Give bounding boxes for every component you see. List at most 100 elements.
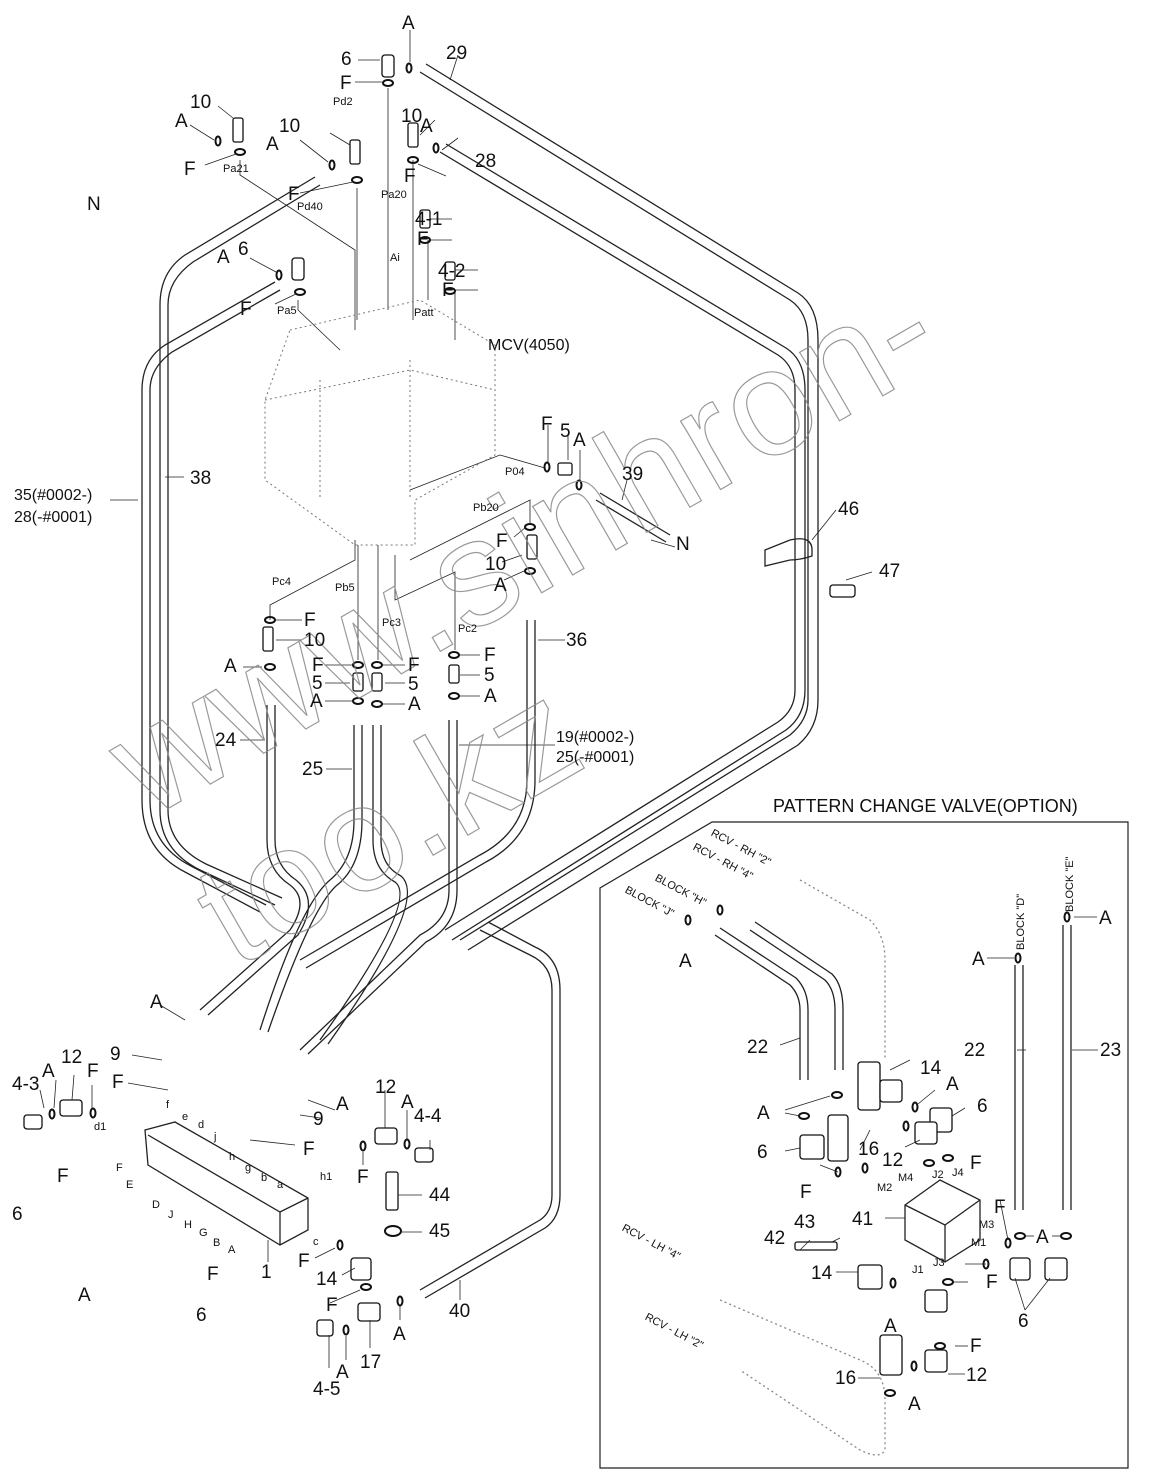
callout-44: 44 bbox=[429, 1185, 451, 1206]
callout-inset-6b: 6 bbox=[757, 1142, 768, 1163]
callout-inset-22a: 22 bbox=[747, 1037, 769, 1058]
callout-10-pb20: 10 bbox=[485, 554, 507, 575]
seal-label-f: F bbox=[442, 280, 454, 301]
seal-label-a: A bbox=[310, 691, 323, 712]
callout-10-pc4: 10 bbox=[304, 630, 326, 651]
seal-label-a: A bbox=[573, 430, 586, 451]
seal-label-a: A bbox=[1036, 1227, 1049, 1248]
adapter-5-pc2 bbox=[448, 664, 460, 684]
elbow-6-pa5 bbox=[291, 257, 305, 281]
port-j2: J2 bbox=[932, 1169, 944, 1181]
callout-10-pa21: 10 bbox=[190, 92, 212, 113]
seal-label-f: F bbox=[304, 610, 316, 631]
callout-4-2: 4-2 bbox=[438, 261, 466, 282]
callout-5-pb5: 5 bbox=[312, 673, 323, 694]
hose-19 bbox=[299, 720, 450, 1051]
port-pa20: Pa20 bbox=[381, 189, 407, 201]
seal-label-f: F bbox=[240, 299, 252, 320]
port-j1: J1 bbox=[912, 1264, 924, 1276]
callout-17: 17 bbox=[360, 1352, 382, 1373]
callout-9: 9 bbox=[313, 1109, 324, 1130]
port-B: B bbox=[213, 1237, 221, 1249]
inset-hose-block-h bbox=[749, 929, 836, 1070]
callout-25-alt: 25(-#0001) bbox=[556, 749, 635, 766]
adapter-5-pc3 bbox=[371, 672, 383, 692]
tee-17 bbox=[357, 1302, 381, 1322]
seal-label-n: N bbox=[87, 194, 101, 215]
hose-25 bbox=[259, 725, 355, 1031]
seal-label-a: A bbox=[401, 1092, 414, 1113]
callout-47: 47 bbox=[879, 561, 901, 582]
seal-label-a: A bbox=[679, 951, 692, 972]
callout-inset-16a: 16 bbox=[858, 1139, 880, 1160]
callout-25: 25 bbox=[302, 759, 324, 780]
hose-24 bbox=[199, 705, 301, 1011]
port-pd2: Pd2 bbox=[333, 96, 353, 108]
seal-label-a: A bbox=[217, 247, 230, 268]
seal-label-a: A bbox=[884, 1316, 897, 1337]
callout-6-top: 6 bbox=[341, 49, 352, 70]
port-j3: J3 bbox=[933, 1257, 945, 1269]
callout-6-br: 6 bbox=[196, 1305, 207, 1326]
seal-label-a: A bbox=[908, 1394, 921, 1415]
seal-label-f: F bbox=[970, 1153, 982, 1174]
port-pa5: Pa5 bbox=[277, 305, 297, 317]
callout-24: 24 bbox=[215, 730, 237, 751]
plug-4-5 bbox=[316, 1319, 334, 1337]
callout-36: 36 bbox=[566, 630, 588, 651]
hose-36 bbox=[299, 620, 528, 961]
elbow-12-left bbox=[59, 1099, 83, 1117]
callout-inset-41: 41 bbox=[852, 1209, 874, 1230]
inset-elbow-14b bbox=[857, 1264, 883, 1290]
callout-29: 29 bbox=[446, 43, 468, 64]
callout-40: 40 bbox=[449, 1301, 471, 1322]
callout-38: 38 bbox=[190, 468, 212, 489]
callout-12-right: 12 bbox=[375, 1077, 397, 1098]
pattern-change-block-41 bbox=[904, 1179, 981, 1263]
port-H: H bbox=[184, 1219, 192, 1231]
callout-46: 46 bbox=[838, 499, 860, 520]
plug-4-4 bbox=[414, 1147, 434, 1163]
clamp-46 bbox=[764, 538, 813, 567]
callout-14: 14 bbox=[316, 1269, 338, 1290]
seal-label-a: A bbox=[972, 949, 985, 970]
inset-hose-block-j bbox=[714, 934, 801, 1080]
seal-label-f: F bbox=[312, 655, 324, 676]
seal-label-n: N bbox=[676, 534, 690, 555]
seal-label-a: A bbox=[175, 111, 188, 132]
seal-label-f: F bbox=[303, 1139, 315, 1160]
callout-12-left: 12 bbox=[61, 1047, 83, 1068]
port-m1: M1 bbox=[971, 1237, 987, 1249]
port-d1: d1 bbox=[94, 1121, 107, 1133]
callout-10-pa20: 10 bbox=[401, 106, 423, 127]
seal-label-f: F bbox=[970, 1336, 982, 1357]
port-b-lower: b bbox=[261, 1172, 268, 1184]
tee-10-pa21 bbox=[232, 117, 244, 143]
port-D: D bbox=[152, 1199, 160, 1211]
seal-label-a: A bbox=[393, 1324, 406, 1345]
seal-label-a: A bbox=[336, 1362, 349, 1383]
inset-elbow-12b bbox=[924, 1349, 948, 1373]
o-rings bbox=[48, 62, 1072, 1397]
hose-38 bbox=[159, 176, 316, 906]
seal-label-f: F bbox=[87, 1061, 99, 1082]
port-G: G bbox=[199, 1227, 208, 1239]
inset-elbow-12a bbox=[914, 1121, 938, 1145]
callout-inset-14a: 14 bbox=[920, 1058, 942, 1079]
seal-label-a: A bbox=[484, 686, 497, 707]
port-ai: Ai bbox=[390, 252, 400, 264]
inset-elbow-6-r2 bbox=[1044, 1257, 1068, 1281]
port-pa21: Pa21 bbox=[223, 163, 249, 175]
port-a-lower: a bbox=[277, 1179, 284, 1191]
port-j4: J4 bbox=[952, 1167, 964, 1179]
seal-label-a: A bbox=[266, 134, 279, 155]
leader-lines bbox=[39, 30, 1098, 1379]
callout-inset-12b: 12 bbox=[966, 1365, 988, 1386]
seal-label-a: A bbox=[420, 116, 433, 137]
inset-elbow-6-r1 bbox=[1009, 1257, 1031, 1281]
port-m4: M4 bbox=[898, 1172, 914, 1184]
port-m2: M2 bbox=[877, 1182, 893, 1194]
elbow-6-top bbox=[381, 54, 395, 78]
